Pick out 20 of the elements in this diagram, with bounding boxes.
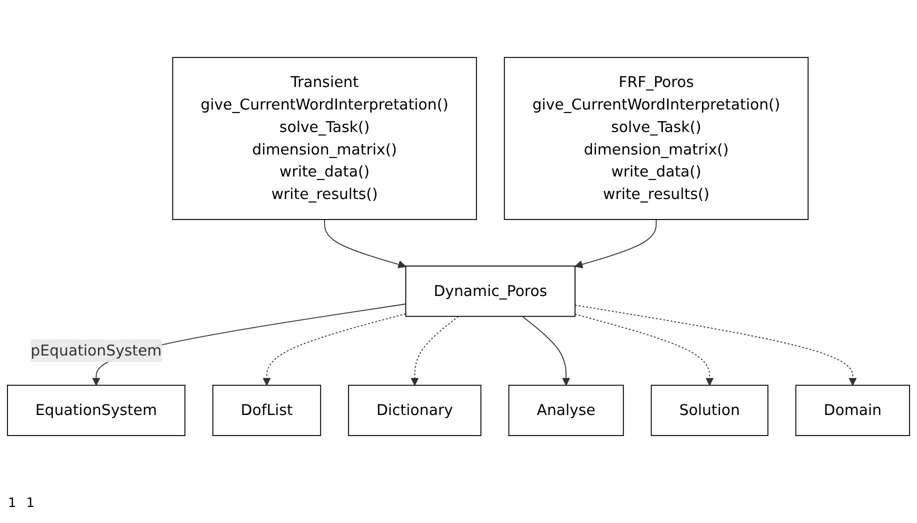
- arrow: [522, 316, 570, 386]
- arrow: [324, 219, 406, 268]
- multiplicity-label: 1: [8, 496, 16, 511]
- node-box: Domain: [795, 384, 910, 436]
- arrow: [574, 304, 857, 386]
- node-box: Dynamic_Poros: [405, 266, 576, 317]
- node-box: FRF_Poros give_CurrentWordInterpretation() solve_Task() dimension_matrix() write_data() write_results(): [504, 56, 809, 220]
- arrow: [262, 313, 406, 386]
- arrow: [410, 316, 459, 386]
- multiplicity-label: 1: [26, 496, 35, 511]
- arrow: [92, 304, 406, 386]
- node-box: Analyse: [508, 384, 624, 436]
- edge-label: pEquationSystem: [30, 342, 162, 360]
- node-box: DofList: [212, 384, 322, 436]
- node-box: Transient give_CurrentWordInterpretation() solve_Task() dimension_matrix() write_data() write_results(): [172, 56, 477, 220]
- node-box: Solution: [650, 384, 768, 436]
- arrow: [574, 219, 657, 268]
- node-box: Dictionary: [348, 384, 482, 436]
- arrow: [574, 314, 714, 386]
- node-box: EquationSystem: [6, 384, 186, 436]
